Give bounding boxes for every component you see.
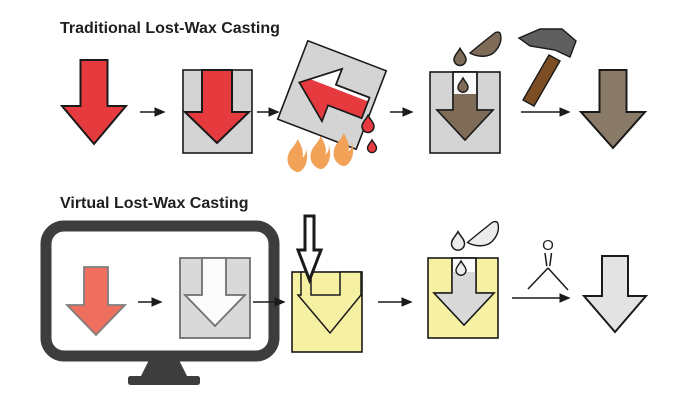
wax-model-arrow-icon [59, 59, 129, 146]
single-bonds [527, 267, 569, 291]
printed-mold-pour-icon [427, 220, 500, 339]
virtual-mold-icon [179, 257, 251, 339]
pour-vessel-icon [466, 220, 500, 247]
double-bond [544, 252, 553, 267]
hammer-handle [522, 54, 561, 107]
monitor-stand [141, 358, 187, 376]
burnout-tilted-mold-icon [276, 39, 388, 173]
hammer-head [517, 28, 577, 58]
bronze-drips-icon [453, 46, 469, 93]
monitor-base [128, 376, 200, 385]
bronze-pour-mold-icon [429, 31, 502, 154]
cast-fill-icon [434, 272, 494, 325]
computer-monitor-icon [40, 220, 280, 385]
material-drips-icon [450, 230, 467, 276]
crucible-icon [468, 31, 502, 57]
bronze-cast-arrow-icon [578, 69, 648, 150]
acetone-structure-icon: O [527, 237, 569, 291]
final-cast-arrow-icon [581, 255, 649, 334]
molten-wax-icon [299, 68, 370, 122]
flames-icon [287, 133, 354, 173]
injection-arrow-icon [295, 214, 324, 285]
acetone-oxygen-label: O [542, 237, 554, 254]
traditional-title: Traditional Lost-Wax Casting [60, 20, 280, 37]
virtual-row: O [40, 214, 649, 385]
wax-drips-icon [361, 113, 378, 154]
invested-wax-mold-icon [182, 69, 253, 154]
hammer-icon [517, 28, 577, 107]
virtual-wax-arrow-icon [64, 266, 128, 337]
bronze-fill-icon [437, 94, 493, 140]
traditional-row [59, 28, 648, 173]
printed-cavity-icon [296, 271, 362, 335]
virtual-title: Virtual Lost-Wax Casting [60, 195, 248, 212]
printed-mold-injection-icon [291, 214, 363, 353]
